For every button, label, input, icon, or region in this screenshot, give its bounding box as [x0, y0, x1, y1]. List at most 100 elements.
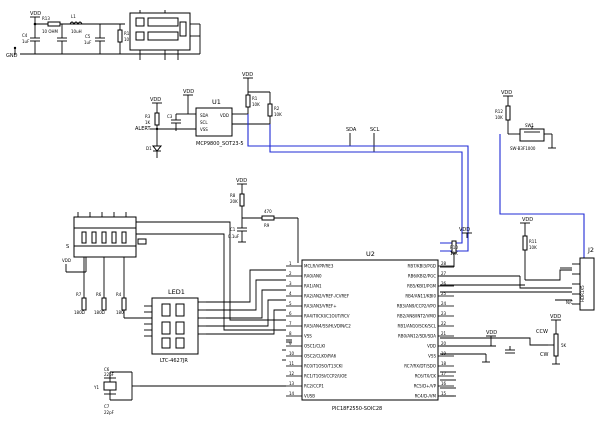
mcu-right-pin-name: RB1/AN10/SCK/SCL	[398, 324, 437, 329]
rnet-label: S	[66, 244, 69, 250]
u1-label: U1	[212, 98, 221, 106]
r1-value: 10K	[252, 102, 260, 107]
mcu-right-pin-name: RB4/AN11/KBI0	[405, 294, 436, 299]
mcu-left-pin-name: MCLR/VPP/RE3	[304, 264, 334, 269]
r8-label: R8	[230, 193, 236, 198]
mcu-body	[301, 259, 439, 401]
r14-label: R14	[124, 31, 132, 36]
mcu-left-pin-name: OSC1/CLKI	[304, 344, 325, 349]
r7-label: R7	[76, 292, 82, 297]
mcu-right-pin-name: RB7/KBI3/PGD	[408, 264, 436, 269]
mcu-left-pin-name: RA2/AN2/VREF-/CVREF	[304, 294, 350, 299]
mcu-left-pin-number: 11	[289, 361, 295, 366]
r4-value: 180	[116, 310, 124, 315]
ccw-label: CCW	[536, 329, 548, 335]
mcu-left-pin-number: 1	[289, 261, 292, 266]
l1-value: 10uH	[71, 29, 82, 34]
gnd-label: GND	[6, 53, 18, 59]
mcu-right-pin-name: RC5/D+/VP	[414, 384, 437, 389]
r9-value: 470	[264, 209, 272, 214]
right-side-block: VDD VDD R10 10K R11 10K N/C J2 HDR1X5 V	[440, 217, 595, 397]
vdd-label-pot: VDD	[550, 314, 561, 320]
vdd-label-r10: VDD	[459, 227, 470, 233]
mcu-left-pin-name: RA4/T0CKI/C1OUT/RCV	[304, 314, 350, 319]
mcu-left-pin-name: VUSB	[304, 394, 315, 399]
r13-value: 10 OHM	[42, 29, 59, 34]
mcu-left-pin-name: RA0/AN0	[304, 274, 322, 279]
mcu-left-pin-name: RC0/T1OSO/T13CKI	[304, 364, 343, 369]
mcu-right-pin-number: 22	[441, 321, 447, 326]
r6-label: R6	[96, 292, 102, 297]
r9-label: R9	[264, 223, 270, 228]
c1-value: 0.1uF	[228, 234, 240, 239]
resistor-network-block: S VDD R7 180Ω R6 180Ω R4 180	[62, 212, 152, 319]
c6-value: 22pF	[104, 372, 115, 377]
led1-part: LTC-4627JR	[160, 358, 188, 364]
mcu-right-pin-number: 20	[441, 341, 447, 346]
mcu-right-pin-name: RB5/KBI1/PGM	[407, 284, 436, 289]
r10-label: R10	[450, 245, 458, 250]
u1-pin-text: SCL	[200, 120, 208, 125]
r12-value: 10K	[495, 115, 503, 120]
u2-label: U2	[366, 250, 375, 258]
sw1-part: SW-B3F1000	[510, 146, 536, 151]
mcu-left-pin-number: 3	[289, 281, 292, 286]
mcu-left-pin-number: 14	[289, 391, 295, 396]
vdd-label-r1: VDD	[242, 72, 253, 78]
i2c-bus-wires	[247, 114, 469, 252]
r1-label: R1	[252, 96, 258, 101]
u2-part: PIC18F2550-SOIC28	[332, 406, 382, 412]
c5-label: C5	[85, 34, 91, 39]
r3-label: R3	[145, 114, 151, 119]
r4-label: R4	[116, 292, 122, 297]
r8-value: 20K	[230, 199, 238, 204]
u1-pin-text: SDA	[200, 113, 209, 118]
sw1-label: SW1	[525, 123, 534, 128]
vdd-label-u1: VDD	[183, 89, 194, 95]
mcu-left-pin-number: 4	[289, 291, 292, 296]
mcu-right-pin-name: RC7/RX/DT/SDO	[404, 364, 436, 369]
c4-label: C4	[22, 33, 28, 38]
switch-block: VDD R12 10K SW1 SW-B3F1000	[495, 90, 585, 258]
mcu-right-pin-number: 28	[441, 261, 447, 266]
c4-value: 1uF	[22, 39, 30, 44]
mcu-right-pin-number: 19	[441, 351, 447, 356]
c3-label: C3	[167, 114, 173, 119]
mcu-right-pin-number: 18	[441, 361, 447, 366]
u1-part: MCP9800_SOT23-5	[196, 141, 244, 147]
sda-label: SDA	[346, 127, 357, 133]
u1-pin-text: VSS	[200, 127, 208, 132]
reset-block: VDD R8 20K 470 R9 C1 0.1uF	[228, 178, 299, 263]
c1-label: C1	[230, 227, 236, 232]
scl-label: SCL	[370, 127, 380, 133]
mcu-left-pin-name: RA1/AN1	[304, 284, 322, 289]
vdd-label-r3: VDD	[150, 97, 161, 103]
mcu-left-pin-number: 7	[289, 321, 292, 326]
vdd-label-mcu: VDD	[486, 330, 497, 336]
led-display-block: LED1 LTC-4627JR	[144, 288, 206, 364]
c7-label: C7	[104, 404, 110, 409]
r11-value: 10K	[529, 245, 537, 250]
r13-label: R13	[42, 16, 50, 21]
mcu-led-wiring	[136, 221, 292, 387]
temp-sensor-block: VDD R3 1K ALERT D1 U1 MCP9800_SOT23-5 SD…	[135, 72, 380, 158]
mcu-left-pin-number: 5	[289, 301, 292, 306]
r2-label: R2	[274, 106, 280, 111]
mcu-left-pin-name: VSS	[304, 334, 312, 339]
mcu-right-pin-name: RB6/KBI2/PGC	[408, 274, 436, 279]
mcu-left-pin-name: RA5/AN4/SS/HLVDIN/C2	[304, 324, 351, 329]
mcu-right-pin-name: RC6/TX/CK	[415, 374, 437, 379]
r2-value: 10K	[274, 112, 282, 117]
mcu-right-pin-name: VDD	[427, 344, 436, 349]
vdd-label-sw: VDD	[501, 90, 512, 96]
mcu-right-pin-name: RC4/D-/VM	[415, 394, 437, 399]
mcu-right-pin-number: 27	[441, 271, 447, 276]
mcu-right-pin-number: 24	[441, 301, 447, 306]
d1-label: D1	[146, 146, 152, 151]
pot-value: 5K	[561, 343, 567, 348]
r3-value: 1K	[145, 120, 151, 125]
mcu-right-pin-name: VSS	[428, 354, 436, 359]
